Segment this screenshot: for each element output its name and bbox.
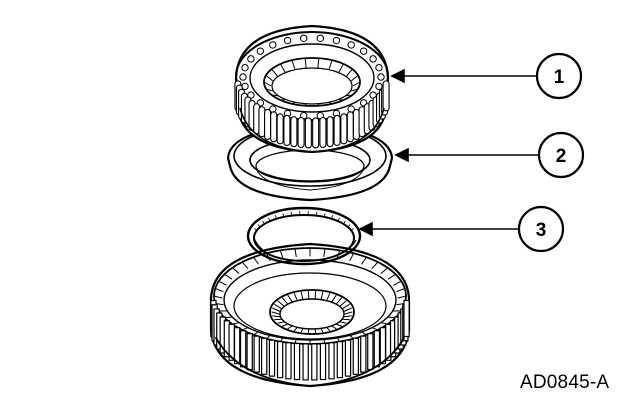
- hub-spline: [337, 342, 342, 378]
- bearing-spline: [281, 100, 286, 101]
- hub-spline: [254, 336, 259, 372]
- bearing-roller: [291, 117, 297, 147]
- bearing-roller: [284, 115, 290, 145]
- bearing-roller: [298, 118, 304, 148]
- hub-spline: [361, 336, 366, 372]
- callout-2: 2: [539, 133, 583, 177]
- callout-1-label: 1: [554, 67, 565, 88]
- hub-spline: [247, 334, 252, 370]
- hub-spline: [294, 344, 299, 380]
- bearing-roller: [347, 112, 353, 142]
- callout-2-label: 2: [556, 146, 567, 167]
- hub-spline: [404, 301, 409, 337]
- hub-spline: [303, 344, 308, 380]
- hub-spline: [312, 344, 317, 380]
- figure-id-label: AD0845-A: [520, 372, 609, 394]
- bearing-roller: [277, 114, 283, 144]
- bearing-roller: [313, 118, 319, 148]
- bearing-roller: [353, 109, 359, 139]
- bearing-roller: [265, 109, 271, 139]
- gear-hub-icon: [211, 244, 409, 386]
- callout-3: 3: [519, 207, 563, 251]
- hub-spline: [235, 328, 240, 364]
- hub-spline: [320, 344, 325, 380]
- bearing-roller: [305, 118, 311, 148]
- bearing-roller: [334, 115, 340, 145]
- bearing-roller: [383, 81, 389, 111]
- needle: [315, 329, 316, 333]
- bearing-roller: [327, 117, 333, 147]
- hub-spline: [345, 340, 350, 376]
- hub-spline: [368, 334, 373, 370]
- hub-spline: [353, 338, 358, 374]
- bearing-icon: [235, 26, 389, 152]
- hub-spline: [269, 340, 274, 376]
- bearing-roller: [320, 118, 326, 148]
- bearing-roller: [271, 112, 277, 142]
- bearing-spline: [339, 100, 344, 101]
- hub-spline: [286, 343, 291, 379]
- needle: [308, 291, 309, 299]
- needle: [315, 291, 316, 299]
- hub-spline: [380, 328, 385, 364]
- hub-spline: [241, 331, 246, 367]
- bearing-roller: [341, 114, 347, 144]
- hub-spline: [374, 331, 379, 367]
- needle: [308, 329, 309, 333]
- callout-1: 1: [537, 54, 581, 98]
- hub-spline: [278, 342, 283, 378]
- callout-3-label: 3: [536, 220, 547, 241]
- hub-spline: [262, 338, 267, 374]
- bearing-roller: [259, 107, 265, 137]
- hub-spline: [329, 343, 334, 379]
